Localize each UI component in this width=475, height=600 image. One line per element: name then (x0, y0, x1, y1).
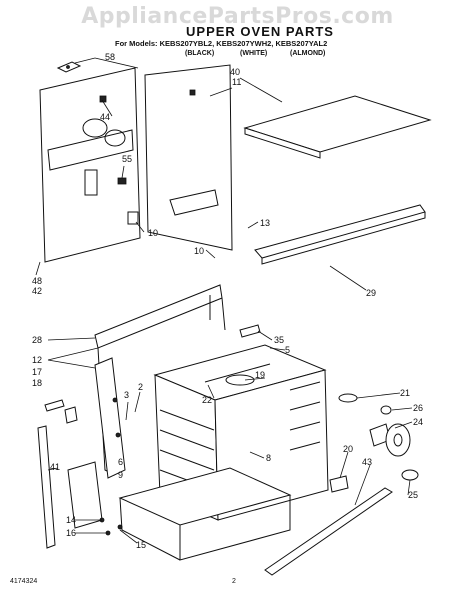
callout-19: 19 (255, 370, 265, 380)
callout-2: 2 (138, 382, 143, 392)
callout-42: 42 (32, 286, 42, 296)
callout-29: 29 (366, 288, 376, 298)
callout-16: 16 (66, 528, 76, 538)
callout-24: 24 (413, 417, 423, 427)
variant-almond: (ALMOND) (290, 50, 326, 57)
doc-number: 4174324 (10, 578, 38, 585)
callout-44: 44 (100, 112, 110, 122)
callout-5: 5 (285, 345, 290, 355)
part-29-rail (254, 204, 426, 265)
callout-28: 28 (32, 335, 42, 345)
callout-6: 6 (118, 457, 123, 467)
door-hinge-assembly (37, 425, 123, 549)
callout-21: 21 (400, 388, 410, 398)
part-12-side-frame (94, 357, 126, 479)
leader-lines (35, 57, 413, 544)
callout-13: 13 (260, 218, 270, 228)
rear-center-panel (127, 64, 233, 251)
callout-15: 15 (136, 540, 146, 550)
callout-55: 55 (122, 154, 132, 164)
callout-10-upper: 10 (148, 228, 158, 238)
callout-8: 8 (266, 453, 271, 463)
callout-43: 43 (362, 457, 372, 467)
callout-41: 41 (50, 462, 60, 472)
part-43-trim-strip (264, 487, 393, 576)
page-number: 2 (232, 578, 236, 585)
callout-17: 17 (32, 367, 42, 377)
callout-26: 26 (413, 403, 423, 413)
callout-11: 11 (232, 77, 241, 87)
callout-12: 12 (32, 355, 42, 365)
callout-48: 48 (32, 276, 42, 286)
part-17-18-hardware (44, 399, 78, 424)
watermark: AppliancePartsPros.com (81, 4, 394, 29)
callout-25: 25 (408, 490, 418, 500)
callout-35: 35 (274, 335, 284, 345)
models-line: For Models: KEBS207YBL2, KEBS207YWH2, KE… (115, 39, 328, 48)
callout-10-lower: 10 (194, 246, 204, 256)
rear-left-panel (39, 67, 141, 263)
callout-14: 14 (66, 515, 76, 525)
callout-58: 58 (105, 52, 115, 62)
callout-18: 18 (32, 378, 42, 388)
part-35-pin (239, 324, 261, 338)
control-knob-group (338, 393, 419, 481)
part-20-bolt (329, 475, 349, 493)
top-panel (243, 95, 432, 159)
oven-bottom-pan (118, 467, 292, 561)
variant-black: (BLACK) (185, 50, 215, 57)
page-title: UPPER OVEN PARTS (186, 24, 334, 39)
variant-white: (WHITE) (240, 50, 268, 57)
callout-22: 22 (202, 395, 212, 405)
callout-20: 20 (343, 444, 353, 454)
callout-3: 3 (124, 390, 129, 400)
callout-40: 40 (230, 67, 240, 77)
part-58-bracket (56, 61, 82, 73)
callout-9: 9 (118, 470, 123, 480)
